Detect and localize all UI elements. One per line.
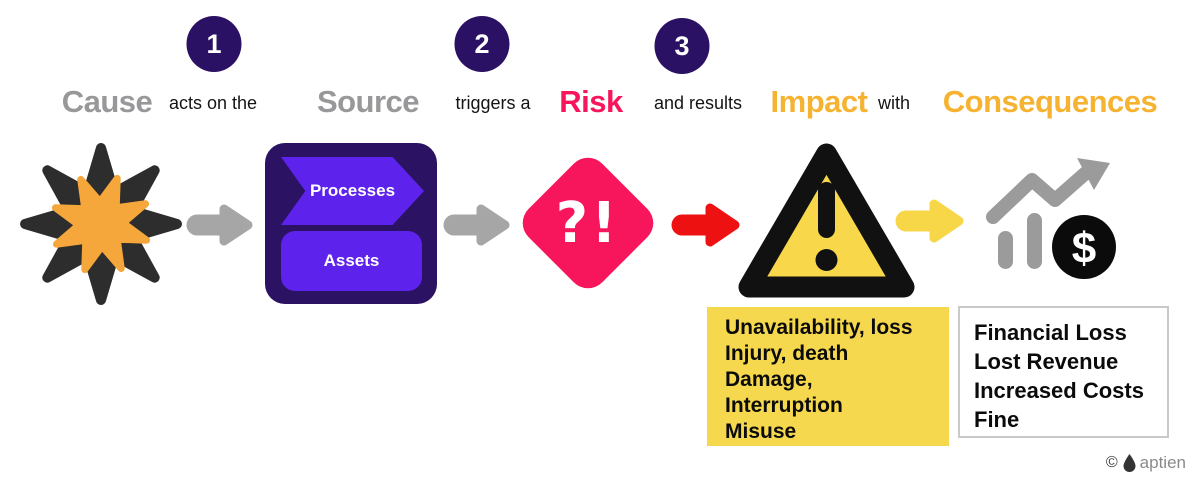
dollar-glyph: $: [1072, 224, 1096, 273]
step-badge-1: 1: [186, 16, 242, 72]
with-text: with: [877, 93, 911, 113]
growth-chart-icon: $: [986, 158, 1116, 279]
cause-burst-icon: [20, 143, 182, 305]
consequences-note-line: Lost Revenue: [974, 349, 1119, 374]
consequences-note-line: Fine: [974, 407, 1020, 432]
dollar-badge: [1052, 215, 1116, 279]
arrow-right-icon-2: [443, 204, 510, 246]
bar-tall: [1027, 213, 1042, 269]
step-badge-2: 2: [454, 16, 510, 72]
acts-on-the-text: acts on the: [168, 93, 258, 113]
step-badge-1-number: 1: [206, 28, 222, 59]
warning-triangle-icon: [738, 143, 915, 298]
impact-note-line: Damage,: [725, 368, 813, 391]
brand-name: aptien: [1139, 453, 1186, 472]
step-badge-3-number: 3: [674, 30, 690, 61]
red-arrow-icon: [671, 203, 740, 247]
exclamation-bar: [818, 182, 835, 238]
yellow-arrow-icon: [895, 199, 964, 243]
risk-diamond-icon: ?!: [514, 149, 662, 297]
impact-note-line: Misuse: [725, 420, 797, 443]
assets-label: Assets: [323, 251, 380, 270]
consequences-note-line: Financial Loss: [974, 320, 1127, 345]
brand-drop-icon: [1123, 454, 1136, 472]
processes-chevron: Processes: [281, 157, 424, 225]
exclamation-dot: [815, 249, 838, 271]
assets-pill: Assets: [281, 231, 422, 291]
risk-label: Risk: [559, 84, 623, 119]
and-results-text: and results: [653, 93, 743, 113]
impact-note-line: Interruption: [725, 394, 843, 417]
source-box: Processes Assets: [265, 143, 437, 304]
bar-short: [998, 231, 1013, 269]
impact-label: Impact: [770, 84, 868, 119]
step-badge-3: 3: [654, 18, 710, 74]
impact-note: Unavailability, loss Injury, death Damag…: [707, 307, 949, 446]
processes-label: Processes: [309, 181, 396, 200]
consequences-note: Financial Loss Lost Revenue Increased Co…: [958, 306, 1169, 438]
consequences-label: Consequences: [942, 84, 1158, 119]
copyright-symbol: ©: [1105, 454, 1118, 471]
cause-label: Cause: [61, 84, 153, 119]
impact-note-line: Injury, death: [725, 342, 849, 365]
triggers-a-text: triggers a: [455, 93, 531, 113]
arrow-right-icon-1: [186, 204, 253, 246]
risk-glyph: ?!: [555, 190, 621, 256]
step-badge-2-number: 2: [474, 28, 490, 59]
consequences-note-line: Increased Costs: [974, 378, 1144, 403]
trend-arrowhead: [1077, 158, 1110, 190]
impact-note-line: Unavailability, loss: [725, 316, 913, 339]
brand-logo: © aptien: [1106, 453, 1186, 473]
source-label: Source: [316, 84, 420, 119]
